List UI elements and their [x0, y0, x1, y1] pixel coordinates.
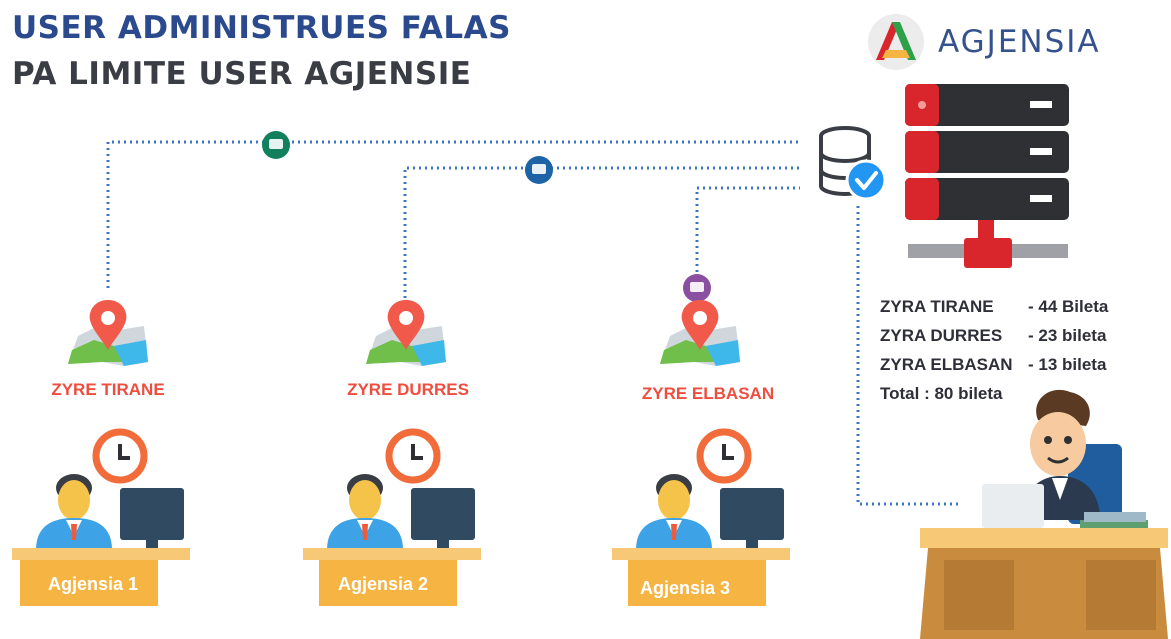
agency-workstation-2 [303, 428, 481, 606]
agency-label-3: Agjensia 3 [640, 578, 731, 598]
user-avatar-icon [36, 474, 112, 550]
user-avatar-icon [636, 474, 712, 550]
summary-row: ZYRA DURRES - 23 bileta [880, 321, 1108, 350]
computer-monitor-icon [411, 488, 475, 548]
map-pin-icon [68, 300, 148, 366]
clock-icon [385, 428, 441, 484]
page-title: USER ADMINISTRUES FALAS [12, 10, 511, 46]
logo-mark-icon [868, 14, 924, 70]
clock-icon [92, 428, 148, 484]
map-pin-icon [366, 300, 446, 366]
page-subtitle: PA LIMITE USER AGJENSIE [12, 56, 472, 92]
check-icon [845, 159, 887, 201]
summary-count: - 13 bileta [1028, 355, 1107, 374]
desk-panel [20, 560, 158, 606]
office-label-durres: ZYRE DURRES [347, 380, 469, 399]
summary-row: ZYRA ELBASAN - 13 bileta [880, 350, 1108, 379]
connector-elbasan [695, 186, 800, 278]
summary-office: ZYRA TIRANE [880, 297, 994, 316]
office-label-elbasan: ZYRE ELBASAN [641, 384, 775, 403]
summary-office: ZYRA ELBASAN [880, 355, 1013, 374]
agjensia-logo: AGJENSIA [866, 12, 1166, 72]
user-avatar-icon [327, 474, 403, 550]
clock-icon [696, 428, 752, 484]
computer-monitor-icon [720, 488, 784, 548]
admin-desk-top [920, 528, 1168, 548]
connector-tirane [106, 140, 800, 288]
administrator-illustration [920, 389, 1168, 639]
agency-label-2: Agjensia 2 [338, 574, 429, 594]
laptop-icon [982, 484, 1044, 528]
link-node-green [262, 131, 290, 159]
ticket-summary: ZYRA TIRANE - 44 Bileta ZYRA DURRES - 23… [880, 292, 1108, 408]
logo-text: AGJENSIA [938, 24, 1101, 60]
agency-label-1: Agjensia 1 [48, 574, 139, 594]
desk-panel [319, 560, 457, 606]
connector-lines [106, 140, 960, 506]
summary-count: - 23 bileta [1028, 326, 1107, 345]
desk-top [12, 548, 190, 560]
agency-workstation-1 [12, 428, 190, 606]
map-pin-icon [660, 300, 740, 366]
computer-monitor-icon [120, 488, 184, 548]
connector-durres [403, 166, 800, 298]
link-node-blue [525, 156, 553, 184]
summary-office: ZYRA DURRES [880, 326, 1003, 345]
summary-row: ZYRA TIRANE - 44 Bileta [880, 292, 1108, 321]
desk-top [303, 548, 481, 560]
summary-count: - 44 Bileta [1028, 297, 1109, 316]
link-node-purple [683, 274, 711, 302]
admin-face [1030, 412, 1086, 476]
agency-workstation-3 [612, 428, 790, 606]
desk-panel [628, 560, 766, 606]
summary-total: Total : 80 bileta [880, 384, 1003, 403]
desk-top [612, 548, 790, 560]
office-label-tirane: ZYRE TIRANE [51, 380, 165, 399]
server-icon [905, 84, 1069, 268]
connector-admin [856, 206, 960, 506]
